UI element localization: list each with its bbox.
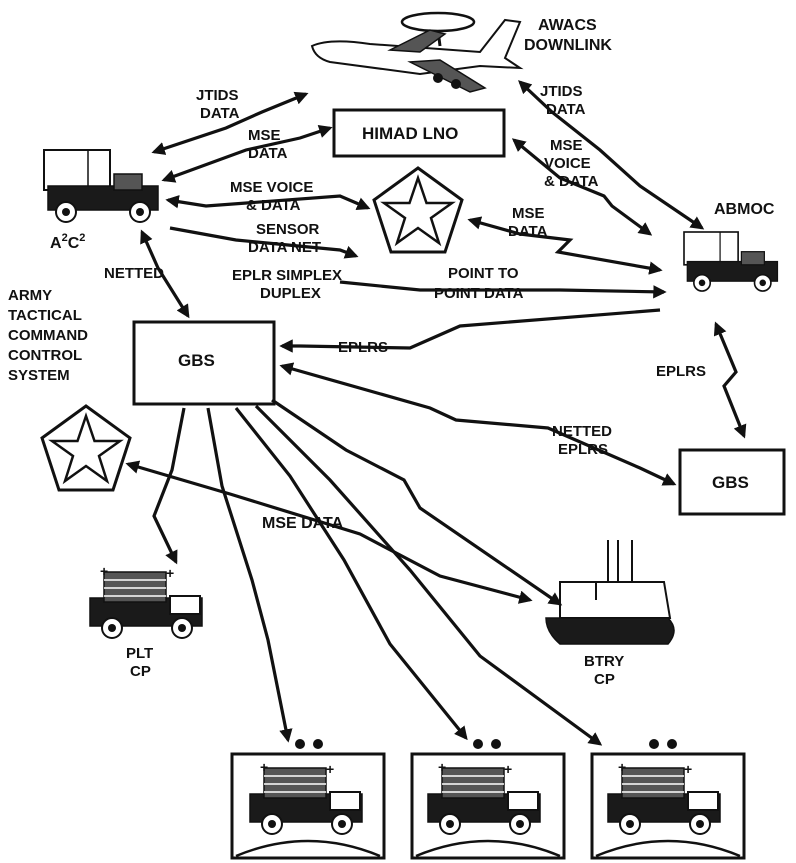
- launcher-frame-3: [592, 739, 744, 858]
- gbs-right-label: GBS: [712, 473, 749, 492]
- army-tccs-1: ARMY: [8, 287, 52, 304]
- mse-voice-left-1: MSE VOICE: [230, 179, 313, 196]
- mse-data-2-line2: DATA: [508, 223, 548, 240]
- jtids-right-1: JTIDS: [540, 83, 583, 100]
- mse-voice-right-1: MSE: [550, 137, 583, 154]
- mse-voice-right-2: VOICE: [544, 155, 591, 172]
- army-tccs-3: COMMAND: [8, 327, 88, 344]
- eplr-simplex-1: EPLR SIMPLEX: [232, 267, 342, 284]
- army-tccs-5: SYSTEM: [8, 367, 70, 384]
- a2c2-vehicle-icon: [44, 150, 158, 222]
- mse-data-1-line2: DATA: [248, 145, 288, 162]
- sensor-data-net-1: SENSOR: [256, 221, 320, 238]
- army-tccs-2: TACTICAL: [8, 307, 82, 324]
- star-pentagon-icon: [374, 168, 462, 252]
- awacs-label-1: AWACS: [538, 17, 597, 34]
- mse-data-1-line1: MSE: [248, 127, 281, 144]
- abmoc-vehicle-icon: [684, 232, 777, 291]
- gbs-main-label: GBS: [178, 351, 215, 370]
- point-to-point-2: POINT DATA: [434, 285, 524, 302]
- netted-eplrs-1: NETTED: [552, 423, 612, 440]
- mse-data-2-line1: MSE: [512, 205, 545, 222]
- eplrs-2-label: EPLRS: [656, 363, 706, 380]
- mse-data-bottom-label: MSE DATA: [262, 515, 344, 532]
- btry-cp-2: CP: [594, 671, 615, 688]
- a2c2-label: A2C2: [50, 232, 85, 252]
- jtids-left-1: JTIDS: [196, 87, 239, 104]
- netted-eplrs-2: EPLRS: [558, 441, 608, 458]
- launcher-vehicle-icon: [90, 563, 202, 638]
- eplrs-1-label: EPLRS: [338, 339, 388, 356]
- point-to-point-1: POINT TO: [448, 265, 519, 282]
- mse-voice-right-3: & DATA: [544, 173, 599, 190]
- launcher-frame-1: [232, 739, 384, 858]
- jtids-left-2: DATA: [200, 105, 240, 122]
- plt-cp-1: PLT: [126, 645, 153, 662]
- launcher-frame-2: [412, 739, 564, 858]
- tracked-vehicle-icon: [546, 540, 674, 644]
- himad-lno-label: HIMAD LNO: [362, 124, 458, 143]
- eplr-simplex-2: DUPLEX: [260, 285, 321, 302]
- abmoc-label: ABMOC: [714, 201, 775, 218]
- sensor-data-net-2: DATA NET: [248, 239, 321, 256]
- netted-label: NETTED: [104, 265, 164, 282]
- star-pentagon-icon: [42, 406, 130, 490]
- btry-cp-1: BTRY: [584, 653, 624, 670]
- awacs-label-2: DOWNLINK: [524, 37, 612, 54]
- plt-cp-2: CP: [130, 663, 151, 680]
- jtids-right-2: DATA: [546, 101, 586, 118]
- awacs-aircraft-icon: [312, 13, 520, 92]
- mse-voice-left-2: & DATA: [246, 197, 301, 214]
- army-tccs-4: CONTROL: [8, 347, 82, 364]
